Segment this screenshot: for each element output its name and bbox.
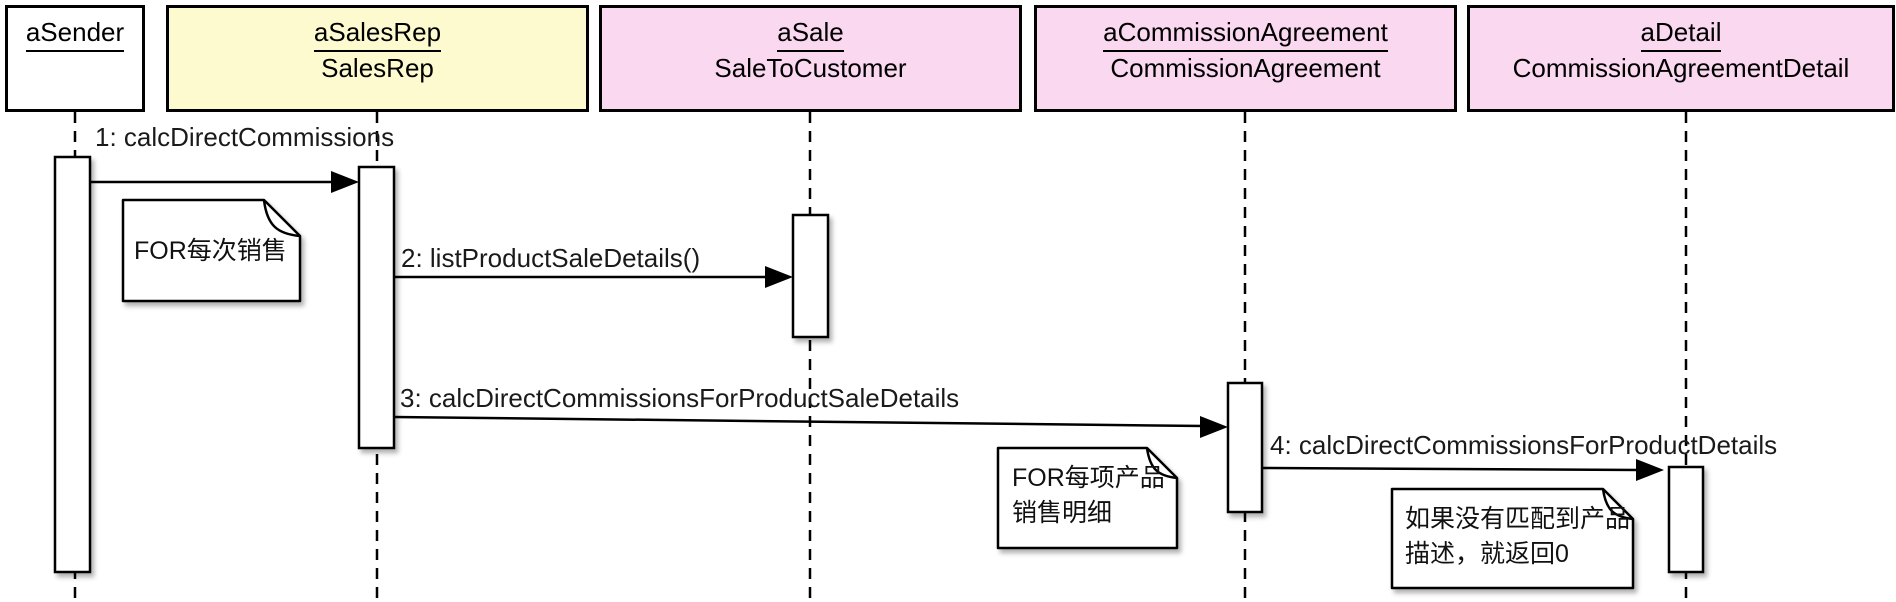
note-3-fold-icon bbox=[1601, 488, 1634, 521]
message-label-3: 3: calcDirectCommissionsForProductSaleDe… bbox=[400, 383, 960, 413]
message-arrow-3-line bbox=[393, 415, 1205, 428]
message-label-1: 1: calcDirectCommissions bbox=[95, 122, 395, 152]
message-arrow-2-head bbox=[765, 266, 793, 288]
message-arrow-1-head bbox=[331, 171, 359, 193]
activation-bar-acommissionagreement bbox=[1226, 381, 1264, 514]
message-arrow-3-head bbox=[1200, 416, 1228, 438]
activation-bar-asalesrep bbox=[357, 165, 396, 450]
note-1-fold-icon bbox=[262, 199, 301, 238]
participant-class-asalesrep: SalesRep bbox=[321, 53, 434, 83]
message-arrow-4-head bbox=[1636, 459, 1664, 481]
message-label-2: 2: listProductSaleDetails() bbox=[401, 243, 701, 273]
participant-instance-asender: aSender bbox=[8, 16, 142, 52]
message-label-4: 4: calcDirectCommissionsForProductDetail… bbox=[1270, 430, 1778, 460]
participant-class-asale: SaleToCustomer bbox=[714, 53, 907, 83]
participant-instance-adetail: aDetail bbox=[1470, 16, 1892, 52]
participant-class-acommissionagreement: CommissionAgreement bbox=[1110, 53, 1381, 83]
activation-bar-adetail bbox=[1667, 465, 1705, 574]
note-2-shape bbox=[996, 446, 1179, 550]
message-arrow-4-line bbox=[1261, 466, 1641, 472]
participant-class-adetail: CommissionAgreementDetail bbox=[1512, 53, 1850, 83]
note-2-fold-icon bbox=[1145, 447, 1178, 480]
note-1-text: FOR每次销售 bbox=[134, 237, 287, 265]
activation-bar-asender bbox=[53, 155, 92, 574]
note-3-text: 如果没有匹配到产品 描述，就返回0 bbox=[1405, 505, 1631, 568]
participant-instance-asalesrep: aSalesRep bbox=[169, 16, 586, 52]
note-2-text: FOR每项产品 销售明细 bbox=[1012, 464, 1165, 527]
note-1-shape bbox=[121, 198, 302, 303]
activation-bar-asale bbox=[791, 213, 830, 339]
note-3-shape bbox=[1390, 487, 1635, 590]
participant-box-adetail: aDetail CommissionAgreementDetail bbox=[1467, 5, 1895, 112]
participant-instance-asale: aSale bbox=[602, 16, 1019, 52]
participant-box-acommissionagreement: aCommissionAgreement CommissionAgreement bbox=[1034, 5, 1457, 112]
participant-instance-acommissionagreement: aCommissionAgreement bbox=[1037, 16, 1454, 52]
participant-box-asender: aSender bbox=[5, 5, 145, 112]
participant-box-asale: aSale SaleToCustomer bbox=[599, 5, 1022, 112]
participant-box-asalesrep: aSalesRep SalesRep bbox=[166, 5, 589, 112]
